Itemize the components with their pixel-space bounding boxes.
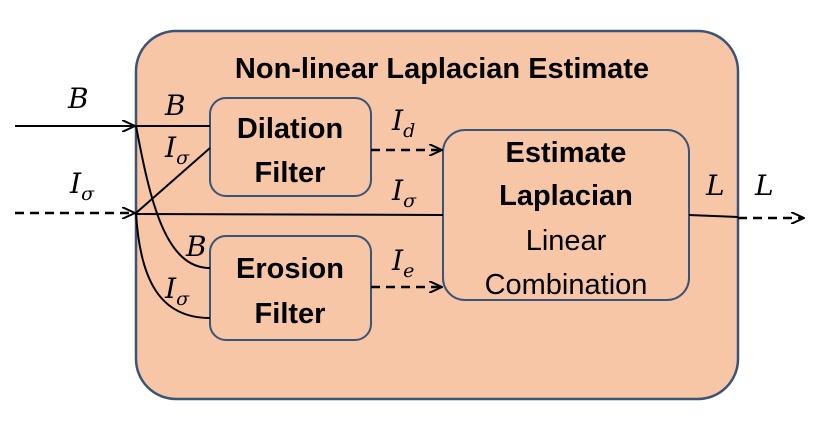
dilation-filter-box: [209, 97, 372, 197]
erosion-filter-line2: Filter: [255, 298, 326, 330]
b-to-dilation-label: B: [164, 89, 186, 122]
input-b-label: B: [67, 82, 89, 115]
isigma-to-erosion-label: Iσ: [164, 272, 190, 310]
estimate-line2: Laplacian: [499, 180, 633, 212]
isigma-to-dilation-label: Iσ: [164, 131, 190, 169]
estimate-output-label: L: [705, 169, 725, 202]
isigma-to-erosion-curve: [135, 212, 211, 319]
erosion-output-label: Ie: [391, 244, 414, 282]
erosion-filter-line1: Erosion: [236, 253, 344, 285]
dilation-filter-line1: Dilation: [237, 113, 343, 145]
isigma-to-estimate-label: Iσ: [391, 174, 417, 212]
estimate-line1: Estimate: [506, 137, 627, 169]
input-isigma-label: Iσ: [69, 167, 95, 205]
isigma-to-estimate-line: [135, 213, 444, 216]
isigma-to-dilation-line: [135, 147, 211, 214]
b-to-erosion-curve: [135, 125, 211, 269]
estimate-output-line: [688, 214, 739, 218]
estimate-line3: Linear: [526, 225, 607, 257]
b-to-erosion-label: B: [185, 230, 207, 263]
dilation-filter-line2: Filter: [255, 157, 326, 189]
dilation-output-label: Id: [391, 104, 415, 142]
estimate-line4: Combination: [485, 269, 648, 301]
panel-title: Non-linear Laplacian Estimate: [235, 53, 649, 85]
output-l-label: L: [754, 169, 774, 202]
